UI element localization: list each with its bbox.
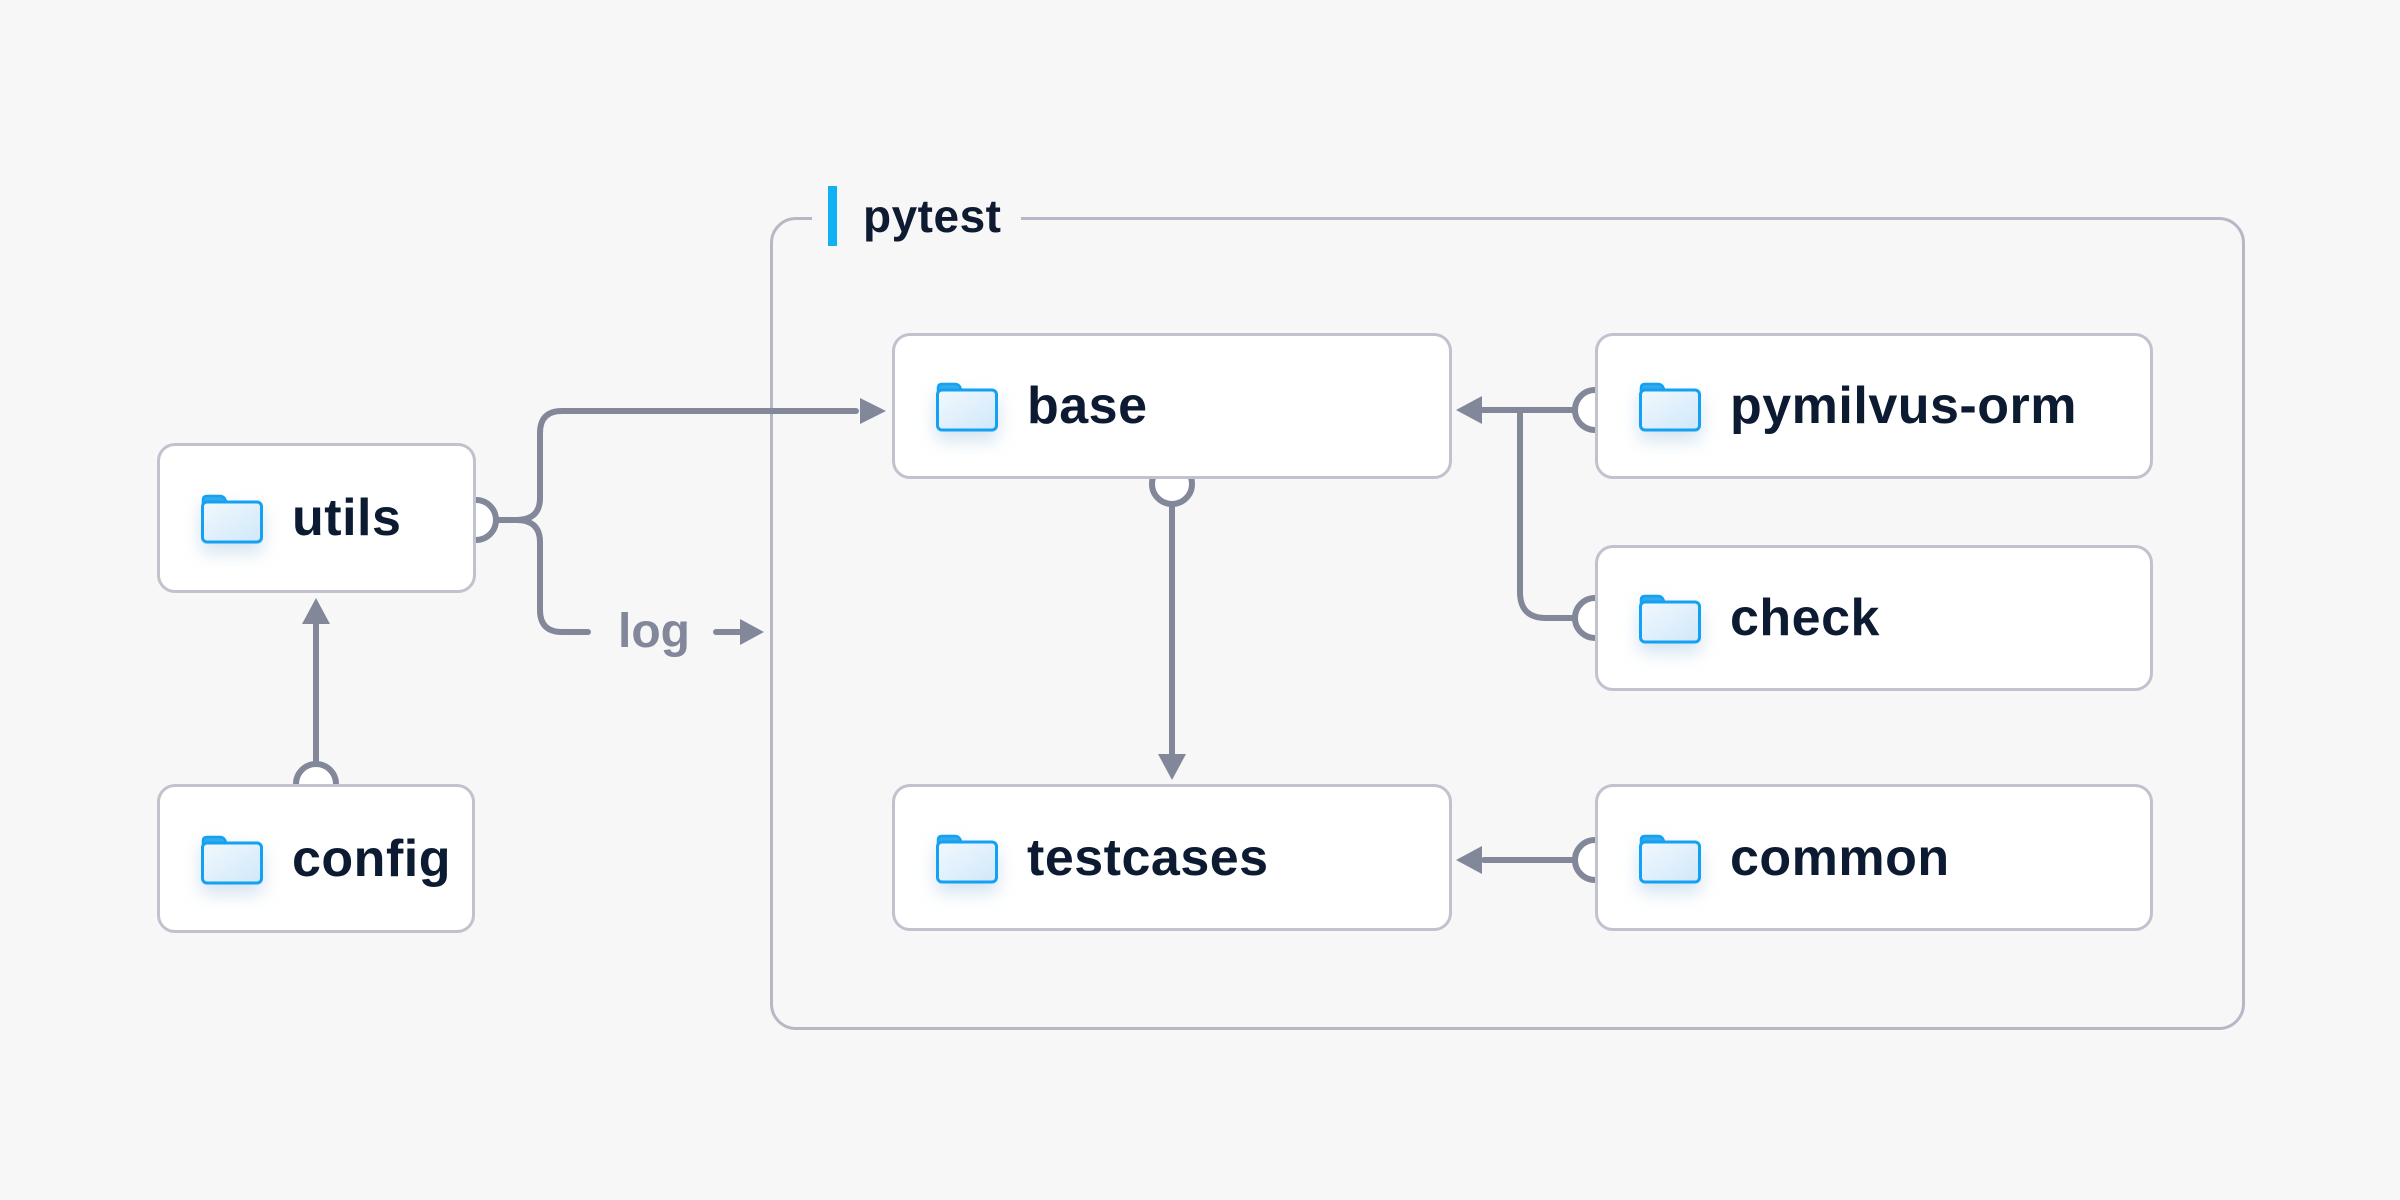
node-pymilvus-orm: pymilvus-orm (1595, 333, 2153, 479)
node-config: config (157, 784, 475, 933)
folder-icon (1639, 382, 1701, 432)
folder-icon (1639, 834, 1701, 883)
node-check: check (1595, 545, 2153, 691)
node-label: config (292, 829, 451, 888)
folder-icon (936, 834, 998, 883)
edge-label-log: log (618, 605, 690, 658)
folder-icon (1639, 594, 1701, 644)
folder-icon (201, 494, 263, 544)
arrow-right-icon (740, 619, 764, 645)
accent-bar (828, 186, 837, 246)
node-label: base (1027, 377, 1148, 435)
node-utils: utils (157, 443, 476, 593)
node-label: testcases (1027, 828, 1269, 887)
folder-icon (936, 382, 998, 432)
node-testcases: testcases (892, 784, 1452, 931)
node-label: common (1730, 828, 1950, 887)
node-base: base (892, 333, 1452, 479)
node-label: utils (292, 489, 402, 547)
arrowhead-into-utils (302, 598, 330, 624)
node-common: common (1595, 784, 2153, 931)
pytest-group-label: pytest (812, 185, 1022, 247)
node-label: pymilvus-orm (1730, 377, 2077, 435)
pytest-group-title: pytest (863, 190, 1002, 242)
pytest-group-box (770, 217, 2245, 1030)
folder-icon (201, 835, 263, 884)
edge-utils-log (493, 517, 591, 635)
node-label: check (1730, 589, 1880, 647)
